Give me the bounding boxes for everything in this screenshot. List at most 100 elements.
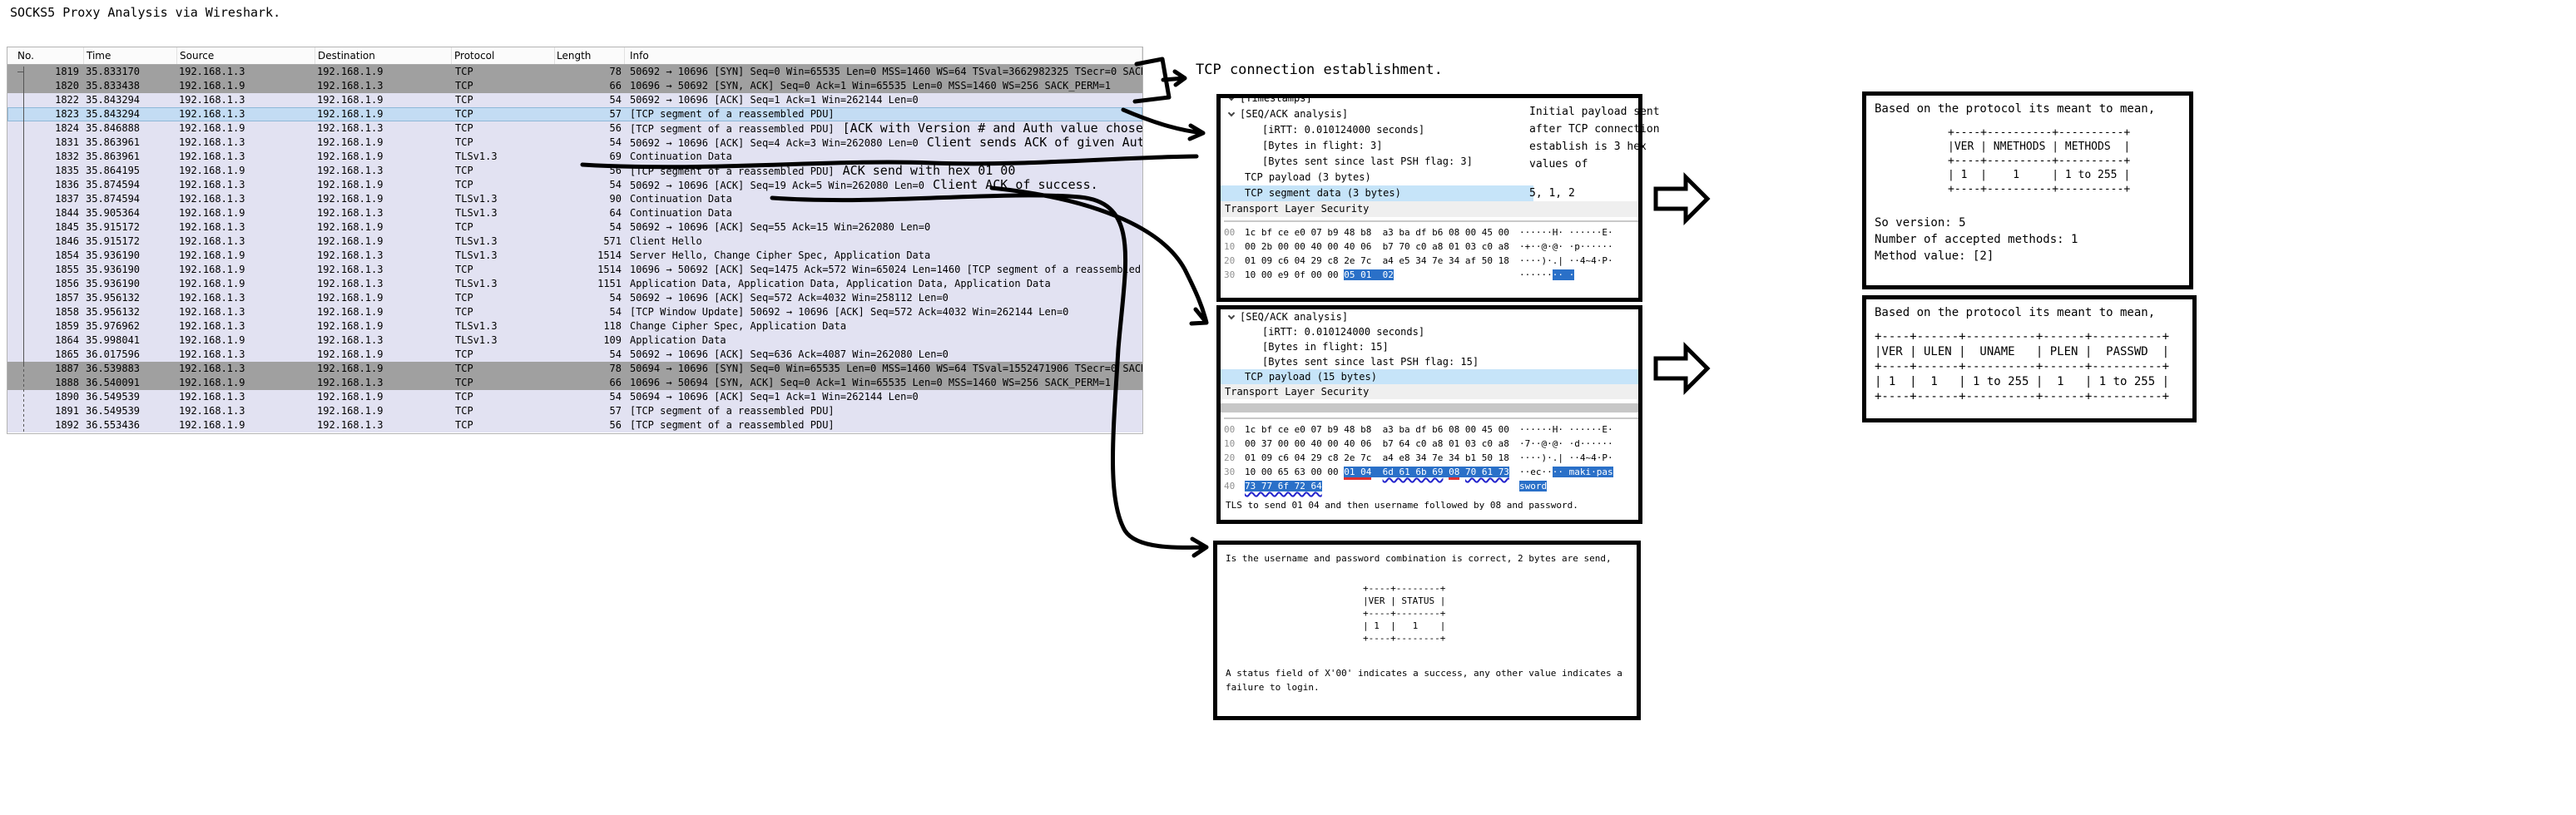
tree-item-label: [Bytes sent since last PSH flag: 3]	[1262, 156, 1473, 167]
tree-item-label: [Bytes sent since last PSH flag: 15]	[1262, 356, 1479, 368]
block-arrow-right-icon	[1653, 171, 1711, 226]
column-header-source[interactable]: Source	[177, 47, 315, 64]
cell-proto: TCP	[455, 348, 473, 360]
cell-info: Continuation Data	[630, 151, 732, 162]
tree-item[interactable]: TCP segment data (3 bytes)	[1221, 185, 1533, 201]
tree-item[interactable]: Transport Layer Security	[1221, 201, 1638, 217]
cell-proto: TCP	[455, 80, 473, 91]
cell-info: Change Cipher Spec, Application Data	[630, 320, 847, 332]
packet-detail-panel-1: [Timestamps] [SEQ/ACK analysis] [iRTT: 0.0…	[1216, 94, 1642, 302]
box-intro: Is the username and password combination…	[1226, 553, 1612, 564]
tree-item[interactable]: [Bytes sent since last PSH flag: 3]	[1221, 154, 1638, 170]
cell-proto: TCP	[455, 391, 473, 403]
tree-item[interactable]: [SEQ/ACK analysis]	[1221, 106, 1638, 122]
cell-proto: TCP	[455, 136, 473, 148]
tree-item[interactable]: [iRTT: 0.010124000 seconds]	[1221, 122, 1638, 138]
cell-len: 54	[609, 136, 622, 148]
box-intro: Based on the protocol its meant to mean,	[1875, 306, 2156, 319]
column-header-destination[interactable]: Destination	[315, 47, 452, 64]
cell-info: 50692 → 10696 [ACK] Seq=636 Ack=4087 Win…	[630, 348, 949, 360]
cell-time: 35.915172	[86, 235, 141, 247]
column-header-time[interactable]: Time	[84, 47, 177, 64]
cell-src: 192.168.1.3	[179, 179, 245, 190]
cell-src: 192.168.1.3	[179, 320, 245, 332]
cell-no: 1822	[55, 94, 79, 106]
hex-bytes: 10 00 e9 0f 00 00 05 01 02	[1245, 269, 1394, 280]
cell-time: 35.936190	[86, 264, 141, 275]
column-header-length[interactable]: Length	[555, 47, 625, 64]
cell-proto: TLSv1.3	[455, 334, 498, 346]
tree-item[interactable]: [iRTT: 0.010124000 seconds]	[1221, 324, 1638, 339]
handwritten-annotation: Client sends ACK of given Auth value.	[926, 136, 1142, 150]
cell-len: 66	[609, 377, 622, 388]
cell-no: 1865	[55, 348, 79, 360]
tree-item[interactable]: [Bytes in flight: 3]	[1221, 138, 1638, 154]
cell-time: 35.864195	[86, 165, 141, 176]
column-header-protocol[interactable]: Protocol	[452, 47, 555, 64]
cell-src: 192.168.1.3	[179, 136, 245, 148]
cell-time: 35.874594	[86, 179, 141, 190]
column-header-no[interactable]: No.	[7, 47, 84, 64]
tree-item[interactable]: [Bytes sent since last PSH flag: 15]	[1221, 354, 1638, 369]
userpass-explanation-box: Based on the protocol its meant to mean,…	[1862, 295, 2197, 422]
tree-item[interactable]: [Timestamps]	[1221, 98, 1638, 106]
tree-item[interactable]: [Bytes in flight: 15]	[1221, 339, 1638, 354]
hex-bytes: 00 37 00 00 40 00 40 06 b7 64 c0 a8 01 0…	[1245, 438, 1509, 449]
column-header-info[interactable]: Info	[625, 47, 1142, 64]
cell-proto: TCP	[455, 306, 473, 318]
detail-tree: [SEQ/ACK analysis][iRTT: 0.010124000 sec…	[1221, 309, 1638, 399]
hex-ascii: ······H· ······E·	[1519, 424, 1613, 435]
tree-item-label: [SEQ/ACK analysis]	[1240, 108, 1349, 120]
tree-item[interactable]: TCP payload (3 bytes)	[1221, 170, 1638, 185]
ascii-protocol-table: +----+--------+ |VER | STATUS | +----+--…	[1363, 583, 1446, 644]
tree-item[interactable]: [SEQ/ACK analysis]	[1221, 309, 1638, 324]
cell-time: 35.833438	[86, 80, 141, 91]
tree-item[interactable]: TCP payload (15 bytes)	[1221, 369, 1638, 384]
cell-proto: TLSv1.3	[455, 320, 498, 332]
cell-src: 192.168.1.3	[179, 221, 245, 233]
cell-proto: TCP	[455, 221, 473, 233]
tree-item-label: Transport Layer Security	[1225, 386, 1370, 398]
cell-no: 1832	[55, 151, 79, 162]
tree-item[interactable]: Transport Layer Security	[1221, 384, 1638, 399]
cell-len: 56	[609, 165, 622, 176]
